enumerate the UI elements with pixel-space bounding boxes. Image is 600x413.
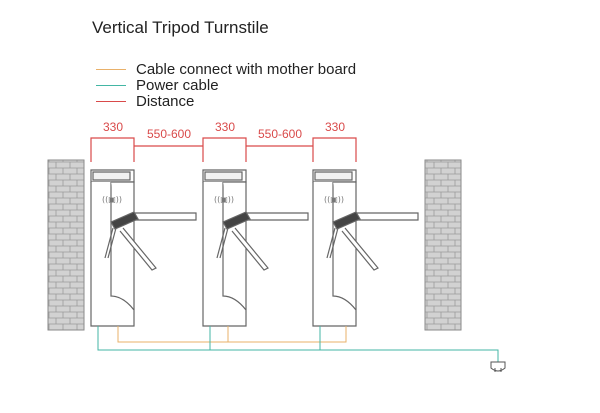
- dimension-label-turnstile-2: 330: [215, 120, 235, 134]
- turnstile-unit-1: ((▣)): [90, 169, 197, 327]
- card-reader-icon: ((▣)): [102, 195, 122, 204]
- dimension-label-gap-2: 550-600: [258, 127, 302, 141]
- legend-swatch: [96, 69, 126, 70]
- legend-item-data-cable: Cable connect with mother board: [96, 62, 356, 77]
- turnstile-unit-3: ((▣)): [312, 169, 419, 327]
- turnstile-unit-2: ((▣)): [202, 169, 309, 327]
- dimension-label-turnstile-1: 330: [103, 120, 123, 134]
- legend-swatch: [96, 85, 126, 86]
- card-reader-icon: ((▣)): [214, 195, 234, 204]
- dimension-label-gap-1: 550-600: [147, 127, 191, 141]
- dimension-label-turnstile-3: 330: [325, 120, 345, 134]
- legend-label: Power cable: [136, 77, 219, 94]
- power-cable: [97, 326, 499, 362]
- card-reader-icon: ((▣)): [324, 195, 344, 204]
- brick-wall-left: [47, 159, 85, 331]
- legend-label: Distance: [136, 93, 195, 110]
- legend-label: Cable connect with mother board: [136, 61, 357, 78]
- brick-wall-right: [424, 159, 462, 331]
- legend-item-distance: Distance: [96, 94, 194, 109]
- power-plug-icon: [490, 361, 506, 372]
- distance-dimensions: [90, 137, 357, 162]
- data-cable: [117, 326, 347, 343]
- diagram-title: Vertical Tripod Turnstile: [92, 18, 269, 37]
- legend-swatch: [96, 101, 126, 102]
- legend-item-power-cable: Power cable: [96, 78, 219, 93]
